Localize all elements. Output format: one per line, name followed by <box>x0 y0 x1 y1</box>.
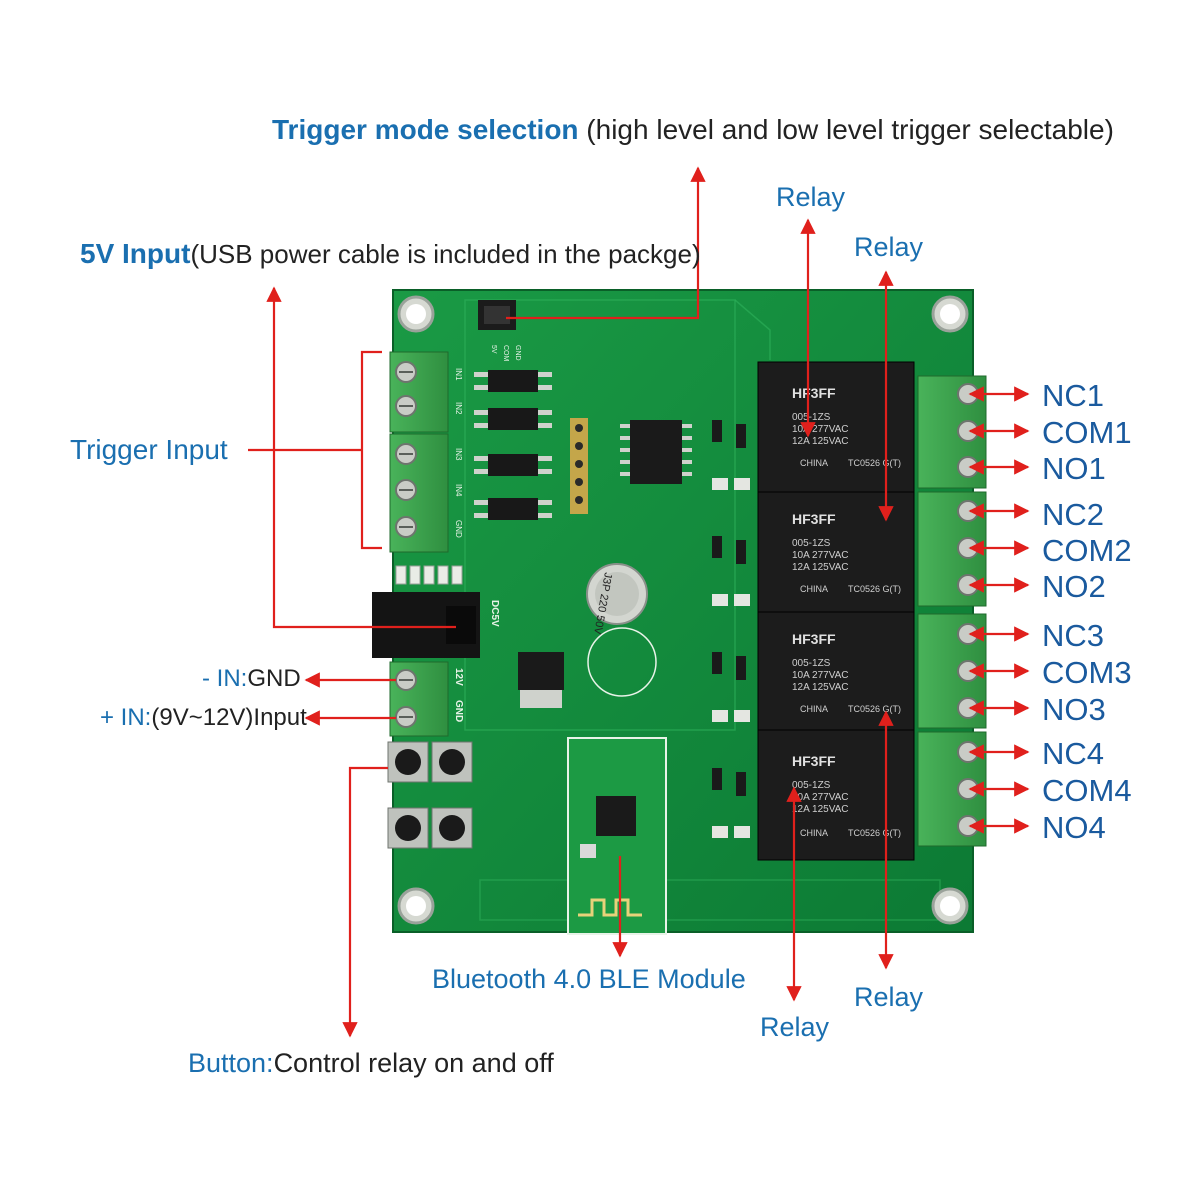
button-title: Button: <box>188 1048 274 1078</box>
v12-label: 12V <box>453 668 464 686</box>
logic-ic <box>620 420 692 484</box>
terminal-label-no2: NO2 <box>1042 569 1106 604</box>
trigger-mode-callout: Trigger mode selection (high level and l… <box>272 116 1114 144</box>
terminal-label-nc4: NC4 <box>1042 736 1105 771</box>
pos-in-callout: + IN:(9V~12V)Input <box>100 706 307 730</box>
svg-text:HF3FF: HF3FF <box>792 385 836 401</box>
five-v-input-title: 5V Input <box>80 238 191 269</box>
svg-text:10A 277VAC: 10A 277VAC <box>792 424 849 435</box>
dc-jack: DC5V <box>372 592 500 658</box>
optocouplers <box>474 370 552 520</box>
pos-in-title: + IN: <box>100 704 152 731</box>
bluetooth-label: Bluetooth 4.0 BLE Module <box>432 964 746 994</box>
svg-text:CHINA: CHINA <box>800 584 828 594</box>
button-callout: Button:Control relay on and off <box>188 1050 554 1077</box>
svg-text:12A 125VAC: 12A 125VAC <box>792 804 849 815</box>
gnd-power-label: GND <box>453 700 464 722</box>
svg-text:TC0526 G(T): TC0526 G(T) <box>848 584 901 594</box>
header-label-5v: 5V <box>490 345 497 354</box>
mounting-holes <box>397 295 969 925</box>
svg-text:CHINA: CHINA <box>800 458 828 468</box>
svg-text:12A 125VAC: 12A 125VAC <box>792 436 849 447</box>
five-v-input-detail: (USB power cable is included in the pack… <box>190 239 701 269</box>
input-label-in4: IN4 <box>454 484 463 497</box>
five-v-input-callout: 5V Input(USB power cable is included in … <box>80 240 701 268</box>
terminal-label-nc2: NC2 <box>1042 497 1105 532</box>
neg-in-detail: GND <box>247 665 301 692</box>
input-label-gnd: GND <box>454 520 463 538</box>
svg-text:005-1ZS: 005-1ZS <box>792 538 831 549</box>
relay-label-top-1: Relay <box>776 182 846 212</box>
svg-text:CHINA: CHINA <box>800 704 828 714</box>
terminal-label-nc1: NC1 <box>1042 378 1105 413</box>
indicator-leds <box>395 565 463 585</box>
terminal-label-com3: COM3 <box>1042 655 1132 690</box>
header-label-gnd: GND <box>514 345 521 361</box>
svg-text:TC0526 G(T): TC0526 G(T) <box>848 828 901 838</box>
svg-text:12A 125VAC: 12A 125VAC <box>792 562 849 573</box>
svg-text:005-1ZS: 005-1ZS <box>792 780 831 791</box>
electrolytic-capacitor: J3P 220 50V <box>586 563 657 697</box>
voltage-regulator <box>518 652 564 708</box>
push-buttons <box>387 741 473 849</box>
terminal-label-nc3: NC3 <box>1042 618 1105 653</box>
trigger-mode-title: Trigger mode selection <box>272 114 579 145</box>
svg-text:005-1ZS: 005-1ZS <box>792 412 831 423</box>
callout-arrows <box>248 166 1030 1038</box>
input-label-in3: IN3 <box>454 448 463 461</box>
svg-text:CHINA: CHINA <box>800 828 828 838</box>
trigger-mode-jumper: 5V COM GND <box>478 300 521 362</box>
relay-1: HF3FF 005-1ZS 10A 277VAC 12A 125VAC CHIN… <box>757 361 915 493</box>
dc5v-label: DC5V <box>489 600 500 627</box>
svg-text:12A 125VAC: 12A 125VAC <box>792 682 849 693</box>
relay-label-bottom-2: Relay <box>854 982 924 1012</box>
svg-text:HF3FF: HF3FF <box>792 631 836 647</box>
relay-label-top-2: Relay <box>854 232 924 262</box>
svg-text:TC0526 G(T): TC0526 G(T) <box>848 458 901 468</box>
relay-label-bottom-1: Relay <box>760 1012 830 1042</box>
neg-in-callout: - IN:GND <box>202 667 301 691</box>
svg-text:005-1ZS: 005-1ZS <box>792 658 831 669</box>
pos-in-detail: (9V~12V)Input <box>151 704 307 731</box>
terminal-label-no3: NO3 <box>1042 692 1106 727</box>
trigger-input-terminals <box>389 351 449 553</box>
svg-text:HF3FF: HF3FF <box>792 511 836 527</box>
relays: HF3FF 005-1ZS 10A 277VAC 12A 125VAC CHIN… <box>757 361 915 861</box>
terminal-label-com1: COM1 <box>1042 415 1132 450</box>
svg-text:10A 277VAC: 10A 277VAC <box>792 550 849 561</box>
button-detail: Control relay on and off <box>273 1048 554 1078</box>
pin-header <box>570 418 588 514</box>
svg-text:10A 277VAC: 10A 277VAC <box>792 670 849 681</box>
trigger-input-label: Trigger Input <box>70 434 228 465</box>
svg-text:HF3FF: HF3FF <box>792 753 836 769</box>
input-label-in1: IN1 <box>454 368 463 381</box>
svg-text:TC0526 G(T): TC0526 G(T) <box>848 704 901 714</box>
terminal-label-com4: COM4 <box>1042 773 1132 808</box>
terminal-label-no1: NO1 <box>1042 451 1106 486</box>
terminal-label-no4: NO4 <box>1042 810 1106 845</box>
svg-text:10A 277VAC: 10A 277VAC <box>792 792 849 803</box>
relay-3: HF3FF 005-1ZS 10A 277VAC 12A 125VAC CHIN… <box>757 611 915 731</box>
relay-4: HF3FF 005-1ZS 10A 277VAC 12A 125VAC CHIN… <box>757 729 915 861</box>
terminal-label-com2: COM2 <box>1042 533 1132 568</box>
relay-2: HF3FF 005-1ZS 10A 277VAC 12A 125VAC CHIN… <box>757 491 915 613</box>
input-label-in2: IN2 <box>454 402 463 415</box>
driver-components <box>712 420 750 838</box>
header-label-com: COM <box>502 345 509 362</box>
neg-in-title: - IN: <box>202 665 248 692</box>
trigger-mode-detail: (high level and low level trigger select… <box>578 114 1114 145</box>
bluetooth-module <box>567 737 667 935</box>
